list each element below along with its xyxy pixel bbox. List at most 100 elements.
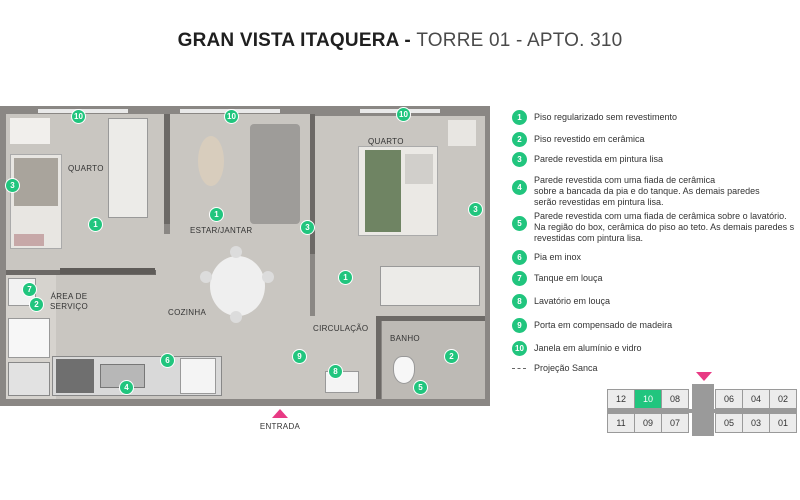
legend-text: Porta em compensado de madeira: [534, 320, 673, 330]
plan-badge-10: 10: [396, 107, 411, 122]
dining-table: [210, 256, 265, 316]
toilet: [393, 356, 415, 384]
legend-number: 7: [512, 271, 527, 286]
key-unit: 09: [634, 413, 662, 433]
title-project: GRAN VISTA ITAQUERA: [177, 30, 399, 51]
plan-badge-2: 2: [29, 297, 44, 312]
key-unit: 05: [715, 413, 743, 433]
blanket: [365, 150, 401, 232]
unit-marker-icon: [696, 372, 712, 381]
fridge: [180, 358, 216, 394]
plan-badge-1: 1: [209, 207, 224, 222]
label-circulation: CIRCULAÇÃO: [313, 324, 369, 333]
plan-badge-4: 4: [119, 380, 134, 395]
rug: [198, 136, 224, 186]
label-bedroom-left: QUARTO: [68, 164, 104, 173]
legend-text: Piso revestido em cerâmica: [534, 134, 645, 144]
label-service-area: ÁREA DE SERVIÇO: [50, 292, 88, 311]
floor-plan: QUARTO ESTAR/JANTAR QUARTO ÁREA DE SERVI…: [0, 106, 490, 406]
plan-badge-2: 2: [444, 349, 459, 364]
legend-item: 6 Pia em inox: [512, 250, 800, 265]
plan-badge-1: 1: [88, 217, 103, 232]
key-unit: 03: [742, 413, 770, 433]
legend-number: 2: [512, 132, 527, 147]
label-bathroom: BANHO: [390, 334, 420, 343]
legend-number: 3: [512, 152, 527, 167]
wardrobe: [108, 118, 148, 218]
legend-text: Parede revestida em pintura lisa: [534, 154, 664, 164]
washing-machine: [8, 318, 50, 358]
key-unit: 02: [769, 389, 797, 409]
wall: [380, 316, 485, 321]
label-kitchen: COZINHA: [168, 308, 207, 317]
legend-projection-label: Projeção Sanca: [534, 363, 598, 373]
title-unit: TORRE 01 - APTO. 310: [416, 30, 623, 51]
plan-badge-10: 10: [224, 109, 239, 124]
legend-item: 7 Tanque em louça: [512, 271, 800, 286]
key-unit: 07: [661, 413, 689, 433]
legend-text: Lavatório em louça: [534, 296, 611, 306]
legend-item: 2 Piso revestido em cerâmica: [512, 132, 800, 147]
plan-badge-8: 8: [328, 364, 343, 379]
entrance-label: ENTRADA: [259, 422, 301, 431]
legend-item: 5 Parede revestida com uma fiada de cerâ…: [512, 211, 800, 244]
blanket: [14, 158, 58, 206]
legend-text: Piso regularizado sem revestimento: [534, 112, 678, 122]
chair: [200, 271, 212, 283]
legend-item: 4 Parede revestida com uma fiada de cerâ…: [512, 175, 800, 208]
pillow: [14, 234, 44, 246]
legend-text: Parede revestida com uma fiada de cerâmi…: [534, 211, 795, 243]
entrance-arrow-icon: [272, 409, 288, 418]
entrance-marker: ENTRADA: [257, 409, 303, 431]
storage-shelf: [8, 362, 50, 396]
tower-key: 12 10 08 06 04 02 11 09 07 05 03 01: [607, 384, 800, 436]
legend-item: 3 Parede revestida em pintura lisa: [512, 152, 800, 167]
shelf: [60, 268, 155, 274]
legend-item: 10 Janela em alumínio e vidro: [512, 341, 800, 356]
tower-corridor: [607, 409, 797, 413]
chair: [262, 271, 274, 283]
sofa: [250, 124, 300, 224]
pillow: [405, 154, 433, 184]
label-bedroom-right: QUARTO: [368, 137, 404, 146]
plan-badge-3: 3: [5, 178, 20, 193]
plan-badge-7: 7: [22, 282, 37, 297]
legend-text: Pia em inox: [534, 252, 582, 262]
legend-text: Parede revestida com uma fiada de cerâmi…: [534, 175, 760, 207]
plan-badge-6: 6: [160, 353, 175, 368]
label-living-dining: ESTAR/JANTAR: [190, 226, 253, 235]
wardrobe: [380, 266, 480, 306]
legend-text: Janela em alumínio e vidro: [534, 343, 642, 353]
nightstand: [448, 120, 476, 146]
plan-badge-1: 1: [338, 270, 353, 285]
key-unit: 04: [742, 389, 770, 409]
legend-number: 9: [512, 318, 527, 333]
wall: [310, 114, 315, 254]
legend-number: 4: [512, 180, 527, 195]
legend-projection: Projeção Sanca: [512, 363, 598, 373]
key-unit: 11: [607, 413, 635, 433]
plan-badge-3: 3: [468, 202, 483, 217]
desk: [10, 118, 50, 144]
title-separator: -: [398, 30, 417, 51]
key-unit: 12: [607, 389, 635, 409]
key-unit: 06: [715, 389, 743, 409]
key-unit-active: 10: [634, 389, 662, 409]
plan-badge-3: 3: [300, 220, 315, 235]
legend-number: 1: [512, 110, 527, 125]
wall: [164, 114, 170, 224]
legend-item: 1 Piso regularizado sem revestimento: [512, 110, 800, 125]
key-unit: 01: [769, 413, 797, 433]
legend-text: Tanque em louça: [534, 273, 603, 283]
dashed-line-icon: [512, 367, 526, 369]
legend-number: 10: [512, 341, 527, 356]
plan-badge-10: 10: [71, 109, 86, 124]
plan-badge-9: 9: [292, 349, 307, 364]
chair: [230, 311, 242, 323]
plan-badge-5: 5: [413, 380, 428, 395]
chair: [230, 246, 242, 258]
stove: [56, 359, 94, 393]
wall: [376, 316, 381, 399]
legend-number: 6: [512, 250, 527, 265]
legend-number: 8: [512, 294, 527, 309]
